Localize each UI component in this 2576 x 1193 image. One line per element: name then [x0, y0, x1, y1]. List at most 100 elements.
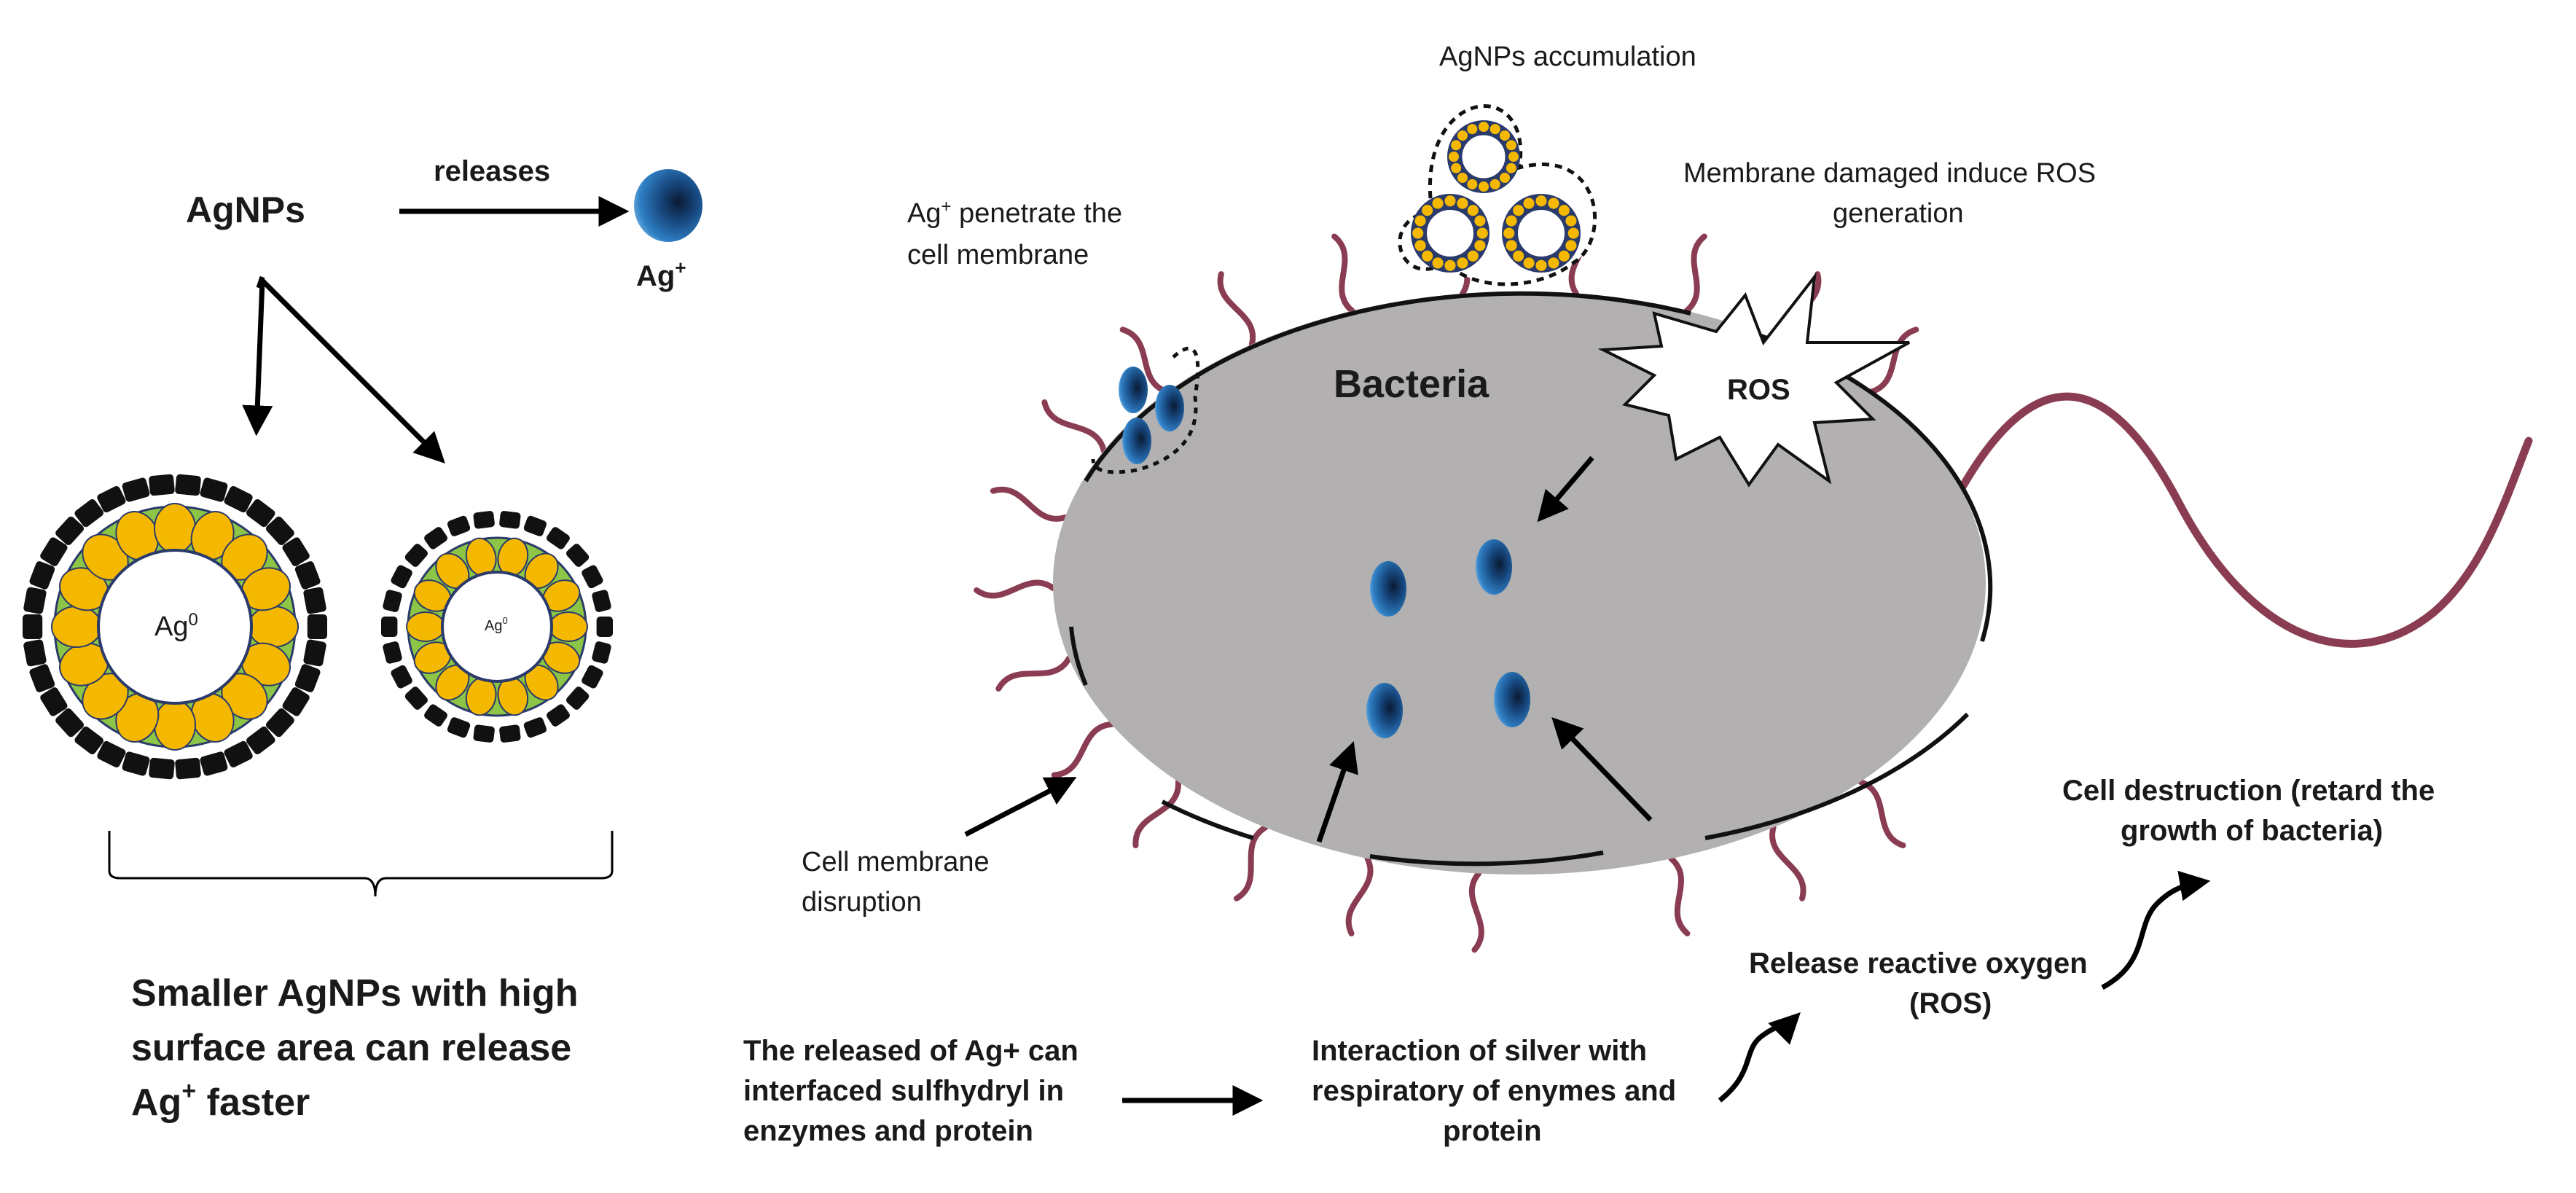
mini-np-grain [1513, 250, 1524, 262]
core-grain [154, 503, 196, 554]
pilus [1331, 233, 1355, 314]
shell-segment [566, 544, 590, 567]
mini-np-grain [1444, 195, 1456, 207]
pilus [974, 579, 1057, 599]
arrow-disruption [964, 777, 1077, 837]
shell-segment [424, 704, 447, 727]
mini-np-grain [1548, 257, 1559, 269]
mini-np-grain [1467, 179, 1478, 189]
penetrate-line-2: cell membrane [907, 240, 1089, 270]
mini-np-grain [1535, 259, 1547, 271]
pilus [1683, 233, 1707, 314]
ros-starburst [1597, 272, 1910, 488]
large-np-yellow-grains [51, 503, 299, 751]
mini-np-grain [1489, 179, 1500, 189]
mini-np-grain [1535, 195, 1547, 207]
ros-label: ROS [1727, 374, 1790, 406]
pilus [1217, 271, 1256, 348]
bacteria-label: Bacteria [1334, 362, 1489, 406]
mini-np-grain [1414, 240, 1426, 251]
releases-label: releases [434, 155, 550, 187]
shell-segment [404, 544, 428, 567]
left-panel: AgNPs releases Ag+ Ag0 [23, 155, 702, 1124]
internal-ion-1 [1370, 561, 1406, 617]
shell-segment [200, 751, 228, 776]
large-np-core [97, 549, 253, 705]
flagellum-tail [1912, 392, 2533, 648]
shell-segment [523, 515, 547, 536]
mini-np-grain [1523, 257, 1535, 269]
destruction-line-2: growth of bacteria) [2121, 815, 2383, 847]
shell-segment [224, 486, 253, 513]
shell-segment [391, 565, 412, 589]
mini-np-grain [1506, 140, 1516, 151]
pilus [1051, 721, 1115, 778]
mini-np-grain [1506, 240, 1517, 251]
disruption-line-1: Cell membrane [802, 847, 990, 877]
summary-line-3: Ag+ faster [131, 1077, 310, 1124]
shell-segment [23, 639, 47, 667]
shell-segment [97, 740, 126, 767]
shell-segment [499, 724, 521, 743]
grouping-brace [108, 831, 614, 897]
shell-segment [391, 665, 412, 689]
shell-segment [246, 726, 275, 755]
arrow-bottom-to-ion-right [1551, 716, 1653, 822]
shell-segment [447, 717, 471, 738]
accumulation-label: AgNPs accumulation [1439, 42, 1696, 72]
large-np-core-label: Ag0 [154, 610, 198, 642]
shell-segment [499, 511, 521, 529]
mini-np-grain [1432, 197, 1444, 209]
shell-segment [473, 511, 495, 529]
shell-segment [294, 561, 321, 590]
accumulated-np-top [1447, 120, 1520, 193]
pilus [1041, 399, 1107, 454]
shell-segment [23, 614, 43, 639]
mini-np-grain [1451, 163, 1462, 173]
mini-np-grain [1457, 197, 1468, 209]
pilus [1233, 824, 1269, 901]
sulfhydryl-line-1: The released of Ag+ can [743, 1035, 1078, 1067]
core-grain [549, 611, 588, 642]
small-nanoparticle: Ag0 [381, 511, 613, 743]
mini-np-grain [1565, 240, 1577, 251]
accumulated-np-right [1502, 194, 1581, 273]
core-grain [51, 606, 102, 648]
sulfhydryl-line-2: interfaced sulfhydryl in [743, 1075, 1064, 1107]
mini-np-grain [1479, 181, 1489, 192]
penetrating-ion-3 [1122, 418, 1151, 464]
core-grain [406, 611, 445, 642]
shell-segment [74, 498, 104, 528]
mini-np-grain [1449, 152, 1459, 162]
mini-np-grain [1474, 215, 1486, 227]
shell-segment [224, 740, 253, 767]
interaction-line-3: protein [1443, 1115, 1542, 1147]
pilus [995, 655, 1072, 692]
mini-np-grain [1422, 250, 1433, 262]
shell-segment [149, 757, 175, 780]
shell-segment [74, 726, 104, 755]
agnps-accumulation-cluster [1398, 104, 1597, 286]
mini-np-grain [1432, 257, 1444, 269]
mini-np-grain [1499, 130, 1510, 141]
sulfhydryl-line-3: enzymes and protein [743, 1115, 1033, 1147]
destruction-line-1: Cell destruction (retard the [2062, 775, 2435, 807]
mini-np-grain [1467, 205, 1479, 216]
membrane-bottom-right [1704, 712, 1970, 840]
interaction-line-2: respiratory of enymes and [1312, 1075, 1676, 1107]
mini-np-grain [1506, 163, 1516, 173]
small-np-core-label: Ag0 [485, 615, 508, 634]
ag-ion-label: Ag+ [636, 257, 686, 292]
shell-segment [566, 687, 590, 710]
membrane-bottom-left [1161, 799, 1254, 840]
shell-segment [381, 617, 398, 637]
mini-np-grain [1476, 227, 1488, 239]
mini-np-grain [1457, 172, 1468, 183]
summary-line-2: surface area can release [131, 1027, 571, 1069]
mini-np-grain [1457, 130, 1468, 141]
mini-np-grain [1489, 124, 1500, 135]
mini-np-core [1460, 133, 1508, 181]
pilus [1345, 856, 1374, 936]
shell-segment [383, 590, 402, 612]
shell-segment [473, 724, 495, 743]
